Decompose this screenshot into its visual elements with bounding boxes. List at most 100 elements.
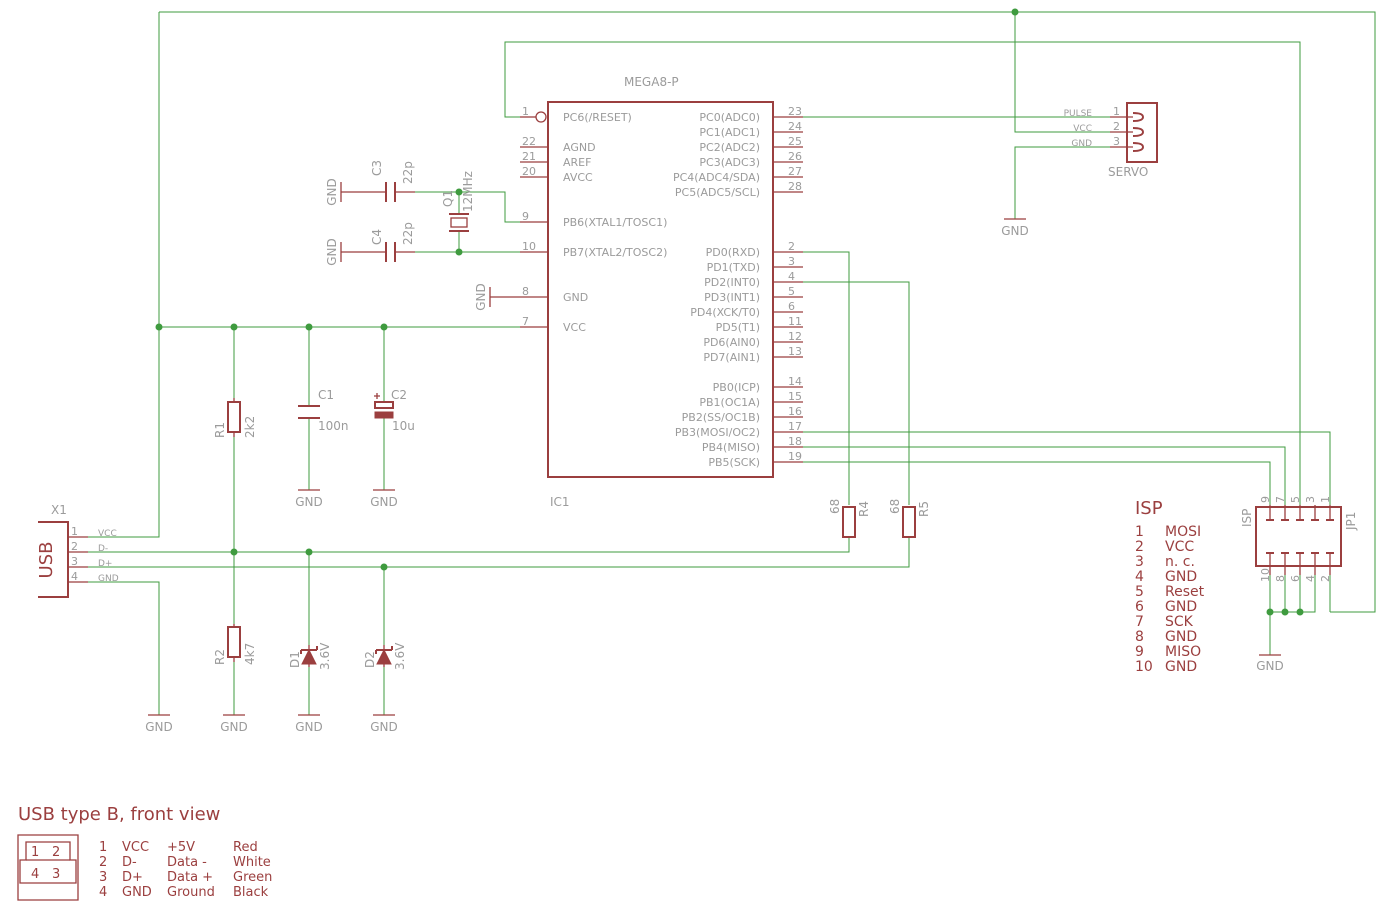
junction: [380, 563, 388, 571]
c4-gnd-label: GND: [325, 238, 339, 266]
ic1-name-label: IC1: [550, 495, 570, 509]
wire-isp-gnd-bus: [1269, 575, 1316, 613]
ic-gnd-symbol: [489, 287, 520, 307]
isp-table-row: 8 GND: [1135, 629, 1197, 645]
pin-name: PD2(INT0): [704, 276, 760, 289]
c4-value: 22p: [401, 222, 415, 245]
q1-name: Q1: [441, 190, 455, 207]
wire-usb-vcc: [88, 12, 160, 538]
isp-table-num: 8: [1135, 629, 1144, 645]
pin-name: GND: [98, 574, 119, 584]
r5-value: 68: [888, 499, 902, 514]
junction: [380, 323, 388, 331]
pin-number: 4: [1304, 575, 1317, 582]
pin-number: 21: [522, 150, 536, 163]
pin-number: 3: [71, 555, 78, 568]
usb-legend-num: 1: [99, 840, 107, 855]
usb-legend-pin-1: 1: [31, 845, 39, 860]
pin-number: 22: [522, 135, 536, 148]
q1-crystal-body: [450, 217, 468, 228]
pin-name: D-: [98, 544, 108, 554]
q1-value: 12MHz: [461, 171, 475, 212]
isp-pin-column: 56: [1289, 496, 1304, 582]
isp-table-signal: GND: [1165, 629, 1197, 645]
pin-name: PB2(SS/OC1B): [682, 411, 760, 424]
c3-value: 22p: [401, 161, 415, 184]
pin-number: 1: [71, 525, 78, 538]
usb-legend-name: D-: [122, 855, 137, 870]
isp-table-num: 7: [1135, 614, 1144, 630]
c1-value: 100n: [318, 419, 349, 433]
usb-name: X1: [51, 503, 67, 517]
wire-isp-sck: [803, 461, 1271, 505]
c1-name: C1: [318, 388, 334, 402]
pin-name: PB6(XTAL1/TOSC1): [563, 216, 667, 229]
pin-name: PB0(ICP): [713, 381, 760, 394]
c2-name: C2: [391, 388, 407, 402]
c2-plus-marker: [374, 393, 380, 399]
pin-name: PD7(AIN1): [703, 351, 760, 364]
d1-value: 3.6V: [318, 642, 332, 670]
usb-legend-num: 3: [99, 870, 107, 885]
junction: [455, 248, 463, 256]
r5-name: R5: [917, 501, 931, 517]
pin-number: 6: [788, 300, 795, 313]
crystal-section: GND C3 22p GND C4 22p Q1 12MHz GND: [325, 160, 520, 311]
junction: [305, 323, 313, 331]
isp-table-signal: GND: [1165, 599, 1197, 615]
pin-name: PB1(OC1A): [699, 396, 760, 409]
pin-number: 10: [522, 240, 536, 253]
pin-number: 2: [1319, 575, 1332, 582]
ic-pin-right: 16 PB2(SS/OC1B): [682, 405, 803, 424]
isp-table-signal: Reset: [1165, 584, 1205, 600]
pin-name: PC6(/RESET): [563, 111, 632, 124]
r2-value: 4k7: [243, 643, 257, 665]
junction: [1296, 608, 1304, 616]
pin-number: 4: [71, 570, 78, 583]
usb-legend-socket: [19, 841, 77, 884]
pin-number: 9: [1259, 496, 1272, 503]
isp-header-label: ISP: [1240, 509, 1254, 527]
junction: [1281, 608, 1289, 616]
pin-name: PB4(MISO): [702, 441, 760, 454]
pin-number: 26: [788, 150, 802, 163]
usb-legend-signal: +5V: [167, 840, 195, 855]
pin-number: 27: [788, 165, 802, 178]
pin-name: PC5(ADC5/SCL): [675, 186, 760, 199]
isp-header-body: [1255, 506, 1342, 567]
pin-name: PD1(TXD): [707, 261, 760, 274]
pin-name: AREF: [563, 156, 591, 169]
pin-number: 19: [788, 450, 802, 463]
c1-gnd-label: GND: [295, 495, 323, 509]
c3-name: C3: [370, 160, 384, 176]
pin-name: GND: [563, 291, 588, 304]
pin-number: 16: [788, 405, 802, 418]
pin-name: VCC: [98, 529, 117, 539]
isp-table-signal: SCK: [1165, 614, 1194, 630]
wire-vcc-top-rail: [159, 11, 1376, 613]
usb-legend-pin-3: 3: [52, 867, 60, 882]
isp-table-num: 1: [1135, 524, 1144, 540]
pin-number: 23: [788, 105, 802, 118]
